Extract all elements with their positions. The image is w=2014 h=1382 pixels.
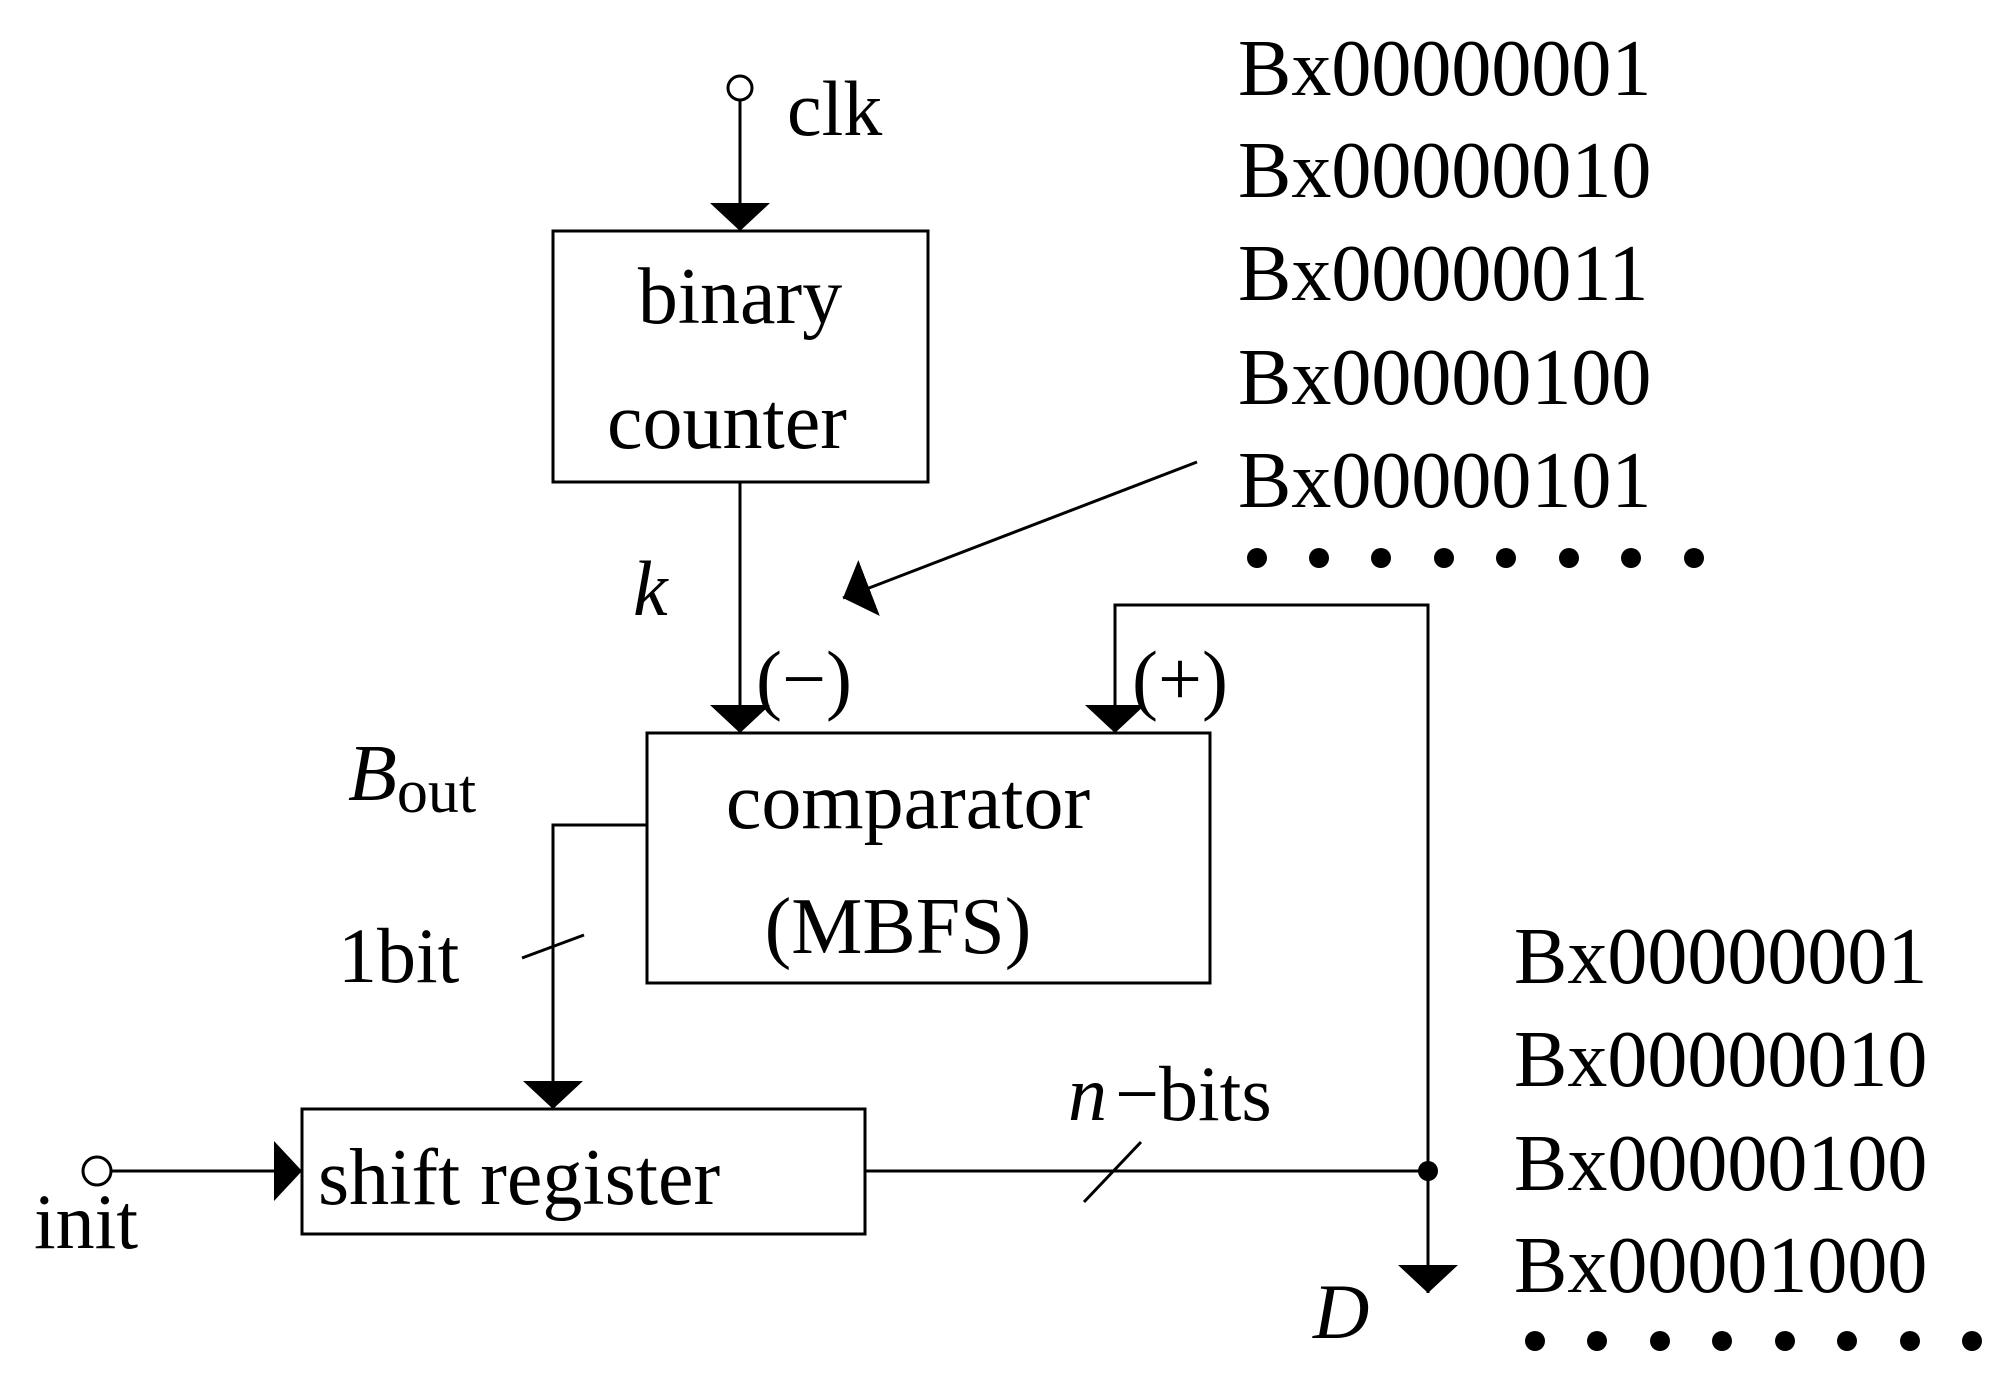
plus-input-label: (+) <box>1132 635 1228 722</box>
bout-sub: out <box>397 758 476 826</box>
counter-seq-item: Bx00000010 <box>1238 127 1651 215</box>
feedback-wire <box>1085 603 1430 1171</box>
d-output-label: D <box>1312 1268 1369 1355</box>
binary-counter-label-1: binary <box>638 253 842 341</box>
shift-seq-item: Bx00000100 <box>1514 1120 1927 1208</box>
n-bits-label: n−bits <box>1068 1050 1272 1137</box>
shift-seq-item: Bx00001000 <box>1514 1222 1927 1310</box>
counter-seq-item: Bx00000001 <box>1238 25 1651 113</box>
comparator-block <box>645 731 1212 985</box>
comparator-label-2: (MBFS) <box>765 883 1032 971</box>
clk-terminal <box>726 74 754 102</box>
one-bit-label: 1bit <box>338 912 460 999</box>
counter-seq-item: Bx00000101 <box>1238 437 1651 525</box>
init-label: init <box>34 1178 138 1265</box>
n-bits-rest: −bits <box>1115 1050 1272 1137</box>
shift-sequence: Bx00000001 Bx00000010 Bx00000100 Bx00001… <box>1514 913 1927 1310</box>
bout-label: Bout <box>348 730 476 826</box>
counter-sequence: Bx00000001 Bx00000010 Bx00000011 Bx00000… <box>1238 25 1651 525</box>
shift-seq-item: Bx00000010 <box>1514 1016 1927 1104</box>
counter-seq-item: Bx00000100 <box>1238 334 1651 422</box>
minus-input-label: (−) <box>756 635 852 722</box>
one-bit-slash <box>521 933 585 960</box>
sequence-pointer-arrow <box>842 460 1198 616</box>
n-bits-n: n <box>1068 1050 1107 1137</box>
shift-sequence-ellipsis <box>1525 1331 1982 1351</box>
bout-wire <box>523 823 647 1109</box>
n-bits-slash <box>1082 1140 1143 1204</box>
shift-seq-item: Bx00000001 <box>1514 913 1927 1001</box>
clk-label: clk <box>787 65 882 152</box>
binary-counter-label-2: counter <box>607 378 847 466</box>
shift-register-label: shift register <box>318 1134 720 1222</box>
comparator-label-1: comparator <box>726 758 1090 846</box>
bout-main: B <box>348 730 397 818</box>
counter-sequence-ellipsis <box>1247 548 1704 568</box>
k-label: k <box>633 545 669 632</box>
counter-seq-item: Bx00000011 <box>1238 230 1648 318</box>
